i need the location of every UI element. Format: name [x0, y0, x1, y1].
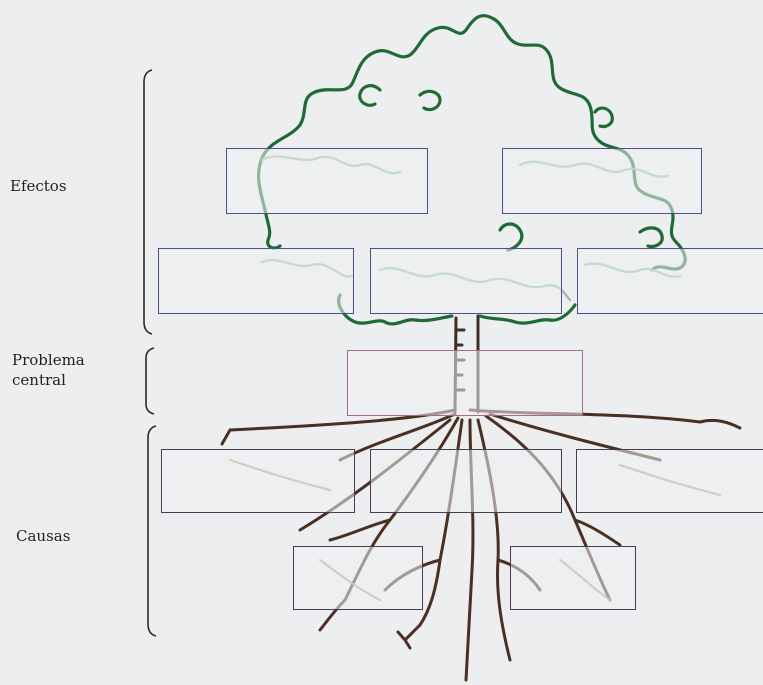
effect-box[interactable] [226, 148, 428, 214]
effect-box[interactable] [502, 148, 702, 214]
causes-label: Causas [16, 527, 71, 545]
cause-box[interactable] [510, 546, 636, 610]
problem-central-label: Problema central [12, 351, 85, 389]
cause-box[interactable] [161, 449, 355, 513]
causes-bracket [147, 425, 157, 637]
cause-box[interactable] [576, 449, 763, 513]
effects-label: Efectos [10, 177, 67, 195]
central-problem-box[interactable] [347, 350, 583, 416]
effect-box[interactable] [158, 248, 354, 314]
problem-bracket [145, 347, 155, 415]
effects-bracket [143, 69, 153, 335]
effect-box[interactable] [577, 248, 763, 314]
cause-box[interactable] [370, 449, 562, 513]
cause-box[interactable] [293, 546, 423, 610]
effect-box[interactable] [370, 248, 562, 314]
